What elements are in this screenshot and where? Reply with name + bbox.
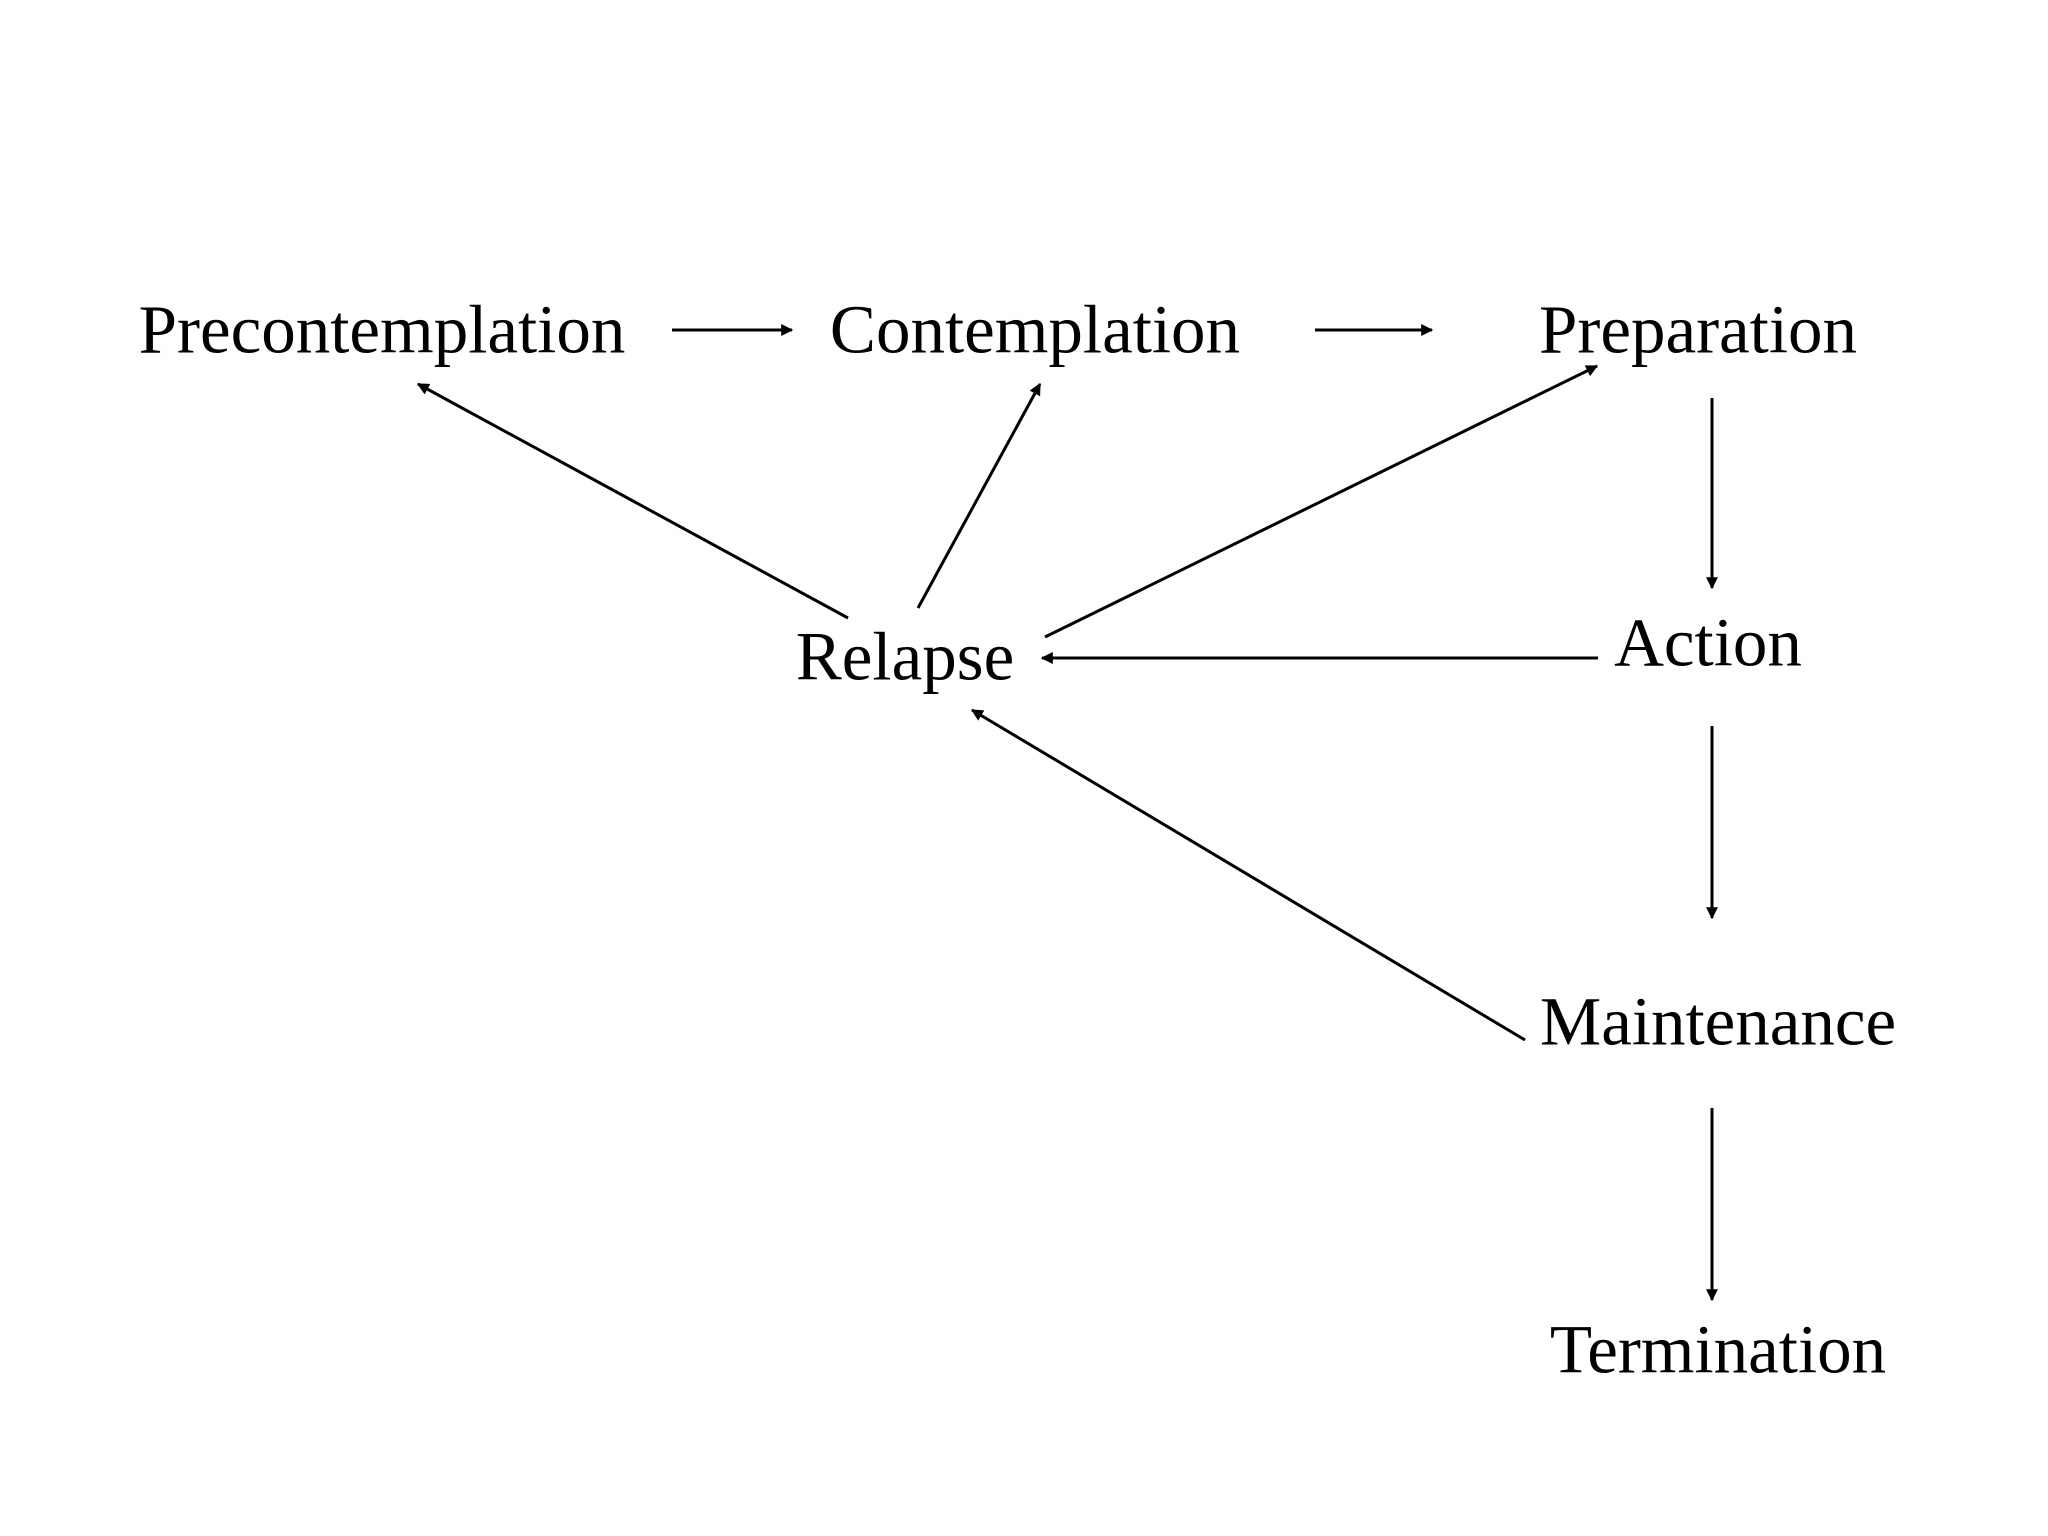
arrow-relapse-to-contemplation	[916, 382, 1042, 609]
arrow-relapse-to-preparation	[1044, 364, 1599, 639]
arrow-maintenance-to-relapse	[970, 708, 1526, 1042]
node-action: Action	[1614, 604, 1802, 681]
node-contemplation: Contemplation	[829, 291, 1241, 368]
arrow-relapse-to-precontemplation	[416, 382, 849, 620]
node-maintenance: Maintenance	[1539, 983, 1897, 1060]
node-termination: Termination	[1549, 1311, 1887, 1388]
node-relapse: Relapse	[795, 618, 1015, 695]
node-preparation: Preparation	[1538, 291, 1858, 368]
node-precontemplation: Precontemplation	[138, 291, 626, 368]
